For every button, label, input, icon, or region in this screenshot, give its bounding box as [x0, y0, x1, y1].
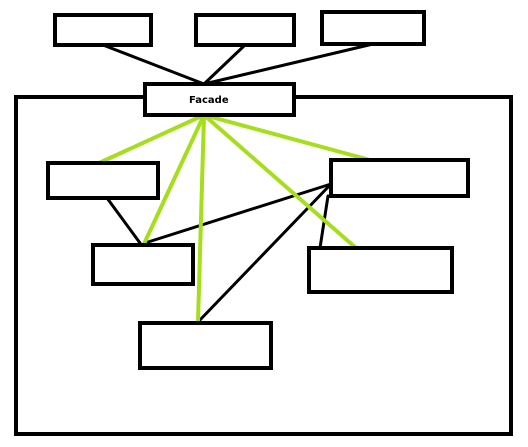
client-1-connector [101, 43, 206, 86]
client-box-2 [194, 13, 296, 47]
subsystem-class-a [46, 161, 160, 200]
subsystem-class-e [307, 246, 454, 294]
client-box-1 [53, 13, 153, 47]
facade-label: Facade [189, 95, 229, 106]
dependency-d-b [143, 182, 333, 245]
facade-link-c [196, 113, 206, 324]
subsystem-class-b [91, 243, 195, 286]
facade-link-b [141, 113, 206, 248]
facade-link-a [97, 113, 206, 165]
dependency-a-b [105, 196, 142, 245]
client-box-3 [320, 10, 426, 46]
client-3-connector [202, 42, 375, 86]
subsystem-class-d [329, 158, 470, 198]
client-connectors [101, 42, 375, 86]
facade-link-e [202, 113, 358, 250]
facade-box [143, 82, 296, 117]
facade-link-d [202, 113, 372, 162]
subsystem-class-c [138, 321, 273, 370]
facade-connectors [97, 113, 372, 324]
client-2-connector [202, 43, 247, 86]
